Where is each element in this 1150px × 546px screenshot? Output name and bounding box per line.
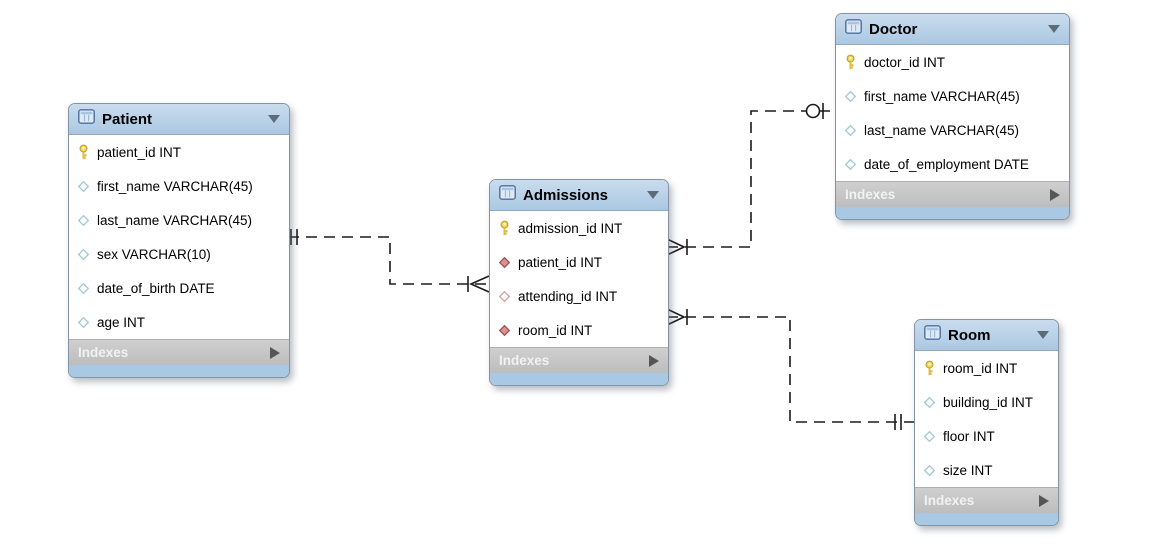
table-bottom-strip (69, 365, 289, 377)
column-row[interactable]: date_of_employment DATE (836, 147, 1069, 181)
collapse-arrow-icon[interactable] (1048, 25, 1060, 33)
indexes-label: Indexes (845, 187, 896, 202)
column-row[interactable]: first_name VARCHAR(45) (836, 79, 1069, 113)
diamond-blue-icon (76, 180, 91, 193)
column-row[interactable]: room_id INT (915, 351, 1058, 385)
column-label: first_name VARCHAR(45) (97, 178, 253, 194)
diamond-red-open-icon (497, 290, 512, 303)
diamond-blue-icon (843, 90, 858, 103)
table-doctor[interactable]: Doctor doctor_id INT first_name VARCHAR(45… (835, 13, 1070, 220)
table-icon (845, 19, 862, 39)
expand-arrow-icon[interactable] (1050, 188, 1060, 201)
table-title: Patient (102, 110, 153, 128)
key-icon (497, 220, 512, 237)
table-title: Doctor (869, 20, 918, 38)
column-row[interactable]: floor INT (915, 419, 1058, 453)
column-row[interactable]: room_id INT (490, 313, 668, 347)
indexes-bar[interactable]: Indexes (490, 347, 668, 373)
collapse-arrow-icon[interactable] (1037, 331, 1049, 339)
column-label: doctor_id INT (864, 54, 946, 70)
column-row[interactable]: doctor_id INT (836, 45, 1069, 79)
column-label: patient_id INT (97, 144, 182, 160)
diamond-blue-icon (76, 282, 91, 295)
column-label: last_name VARCHAR(45) (97, 212, 253, 228)
indexes-label: Indexes (499, 353, 550, 368)
column-row[interactable]: sex VARCHAR(10) (69, 237, 289, 271)
key-icon (922, 360, 937, 377)
diamond-blue-icon (922, 464, 937, 477)
relationship-admissions-room[interactable] (666, 308, 914, 430)
diamond-blue-icon (843, 158, 858, 171)
column-label: admission_id INT (518, 220, 623, 236)
column-label: building_id INT (943, 394, 1034, 410)
table-header[interactable]: Patient (69, 104, 289, 135)
key-icon (843, 54, 858, 71)
column-label: first_name VARCHAR(45) (864, 88, 1020, 104)
column-row[interactable]: age INT (69, 305, 289, 339)
table-bottom-strip (915, 513, 1058, 525)
column-row[interactable]: admission_id INT (490, 211, 668, 245)
table-header[interactable]: Room (915, 320, 1058, 351)
column-row[interactable]: attending_id INT (490, 279, 668, 313)
diamond-red-filled-icon (497, 324, 512, 337)
column-label: room_id INT (518, 322, 593, 338)
diamond-blue-icon (76, 214, 91, 227)
relationship-patient-admissions[interactable] (288, 229, 490, 293)
column-row[interactable]: first_name VARCHAR(45) (69, 169, 289, 203)
column-row[interactable]: building_id INT (915, 385, 1058, 419)
expand-arrow-icon[interactable] (1039, 494, 1049, 507)
column-label: floor INT (943, 428, 995, 444)
table-bottom-strip (490, 373, 668, 385)
table-columns: patient_id INT first_name VARCHAR(45) last… (69, 135, 289, 339)
diamond-blue-icon (922, 396, 937, 409)
column-row[interactable]: last_name VARCHAR(45) (69, 203, 289, 237)
column-label: date_of_birth DATE (97, 280, 215, 296)
column-label: attending_id INT (518, 288, 618, 304)
table-room[interactable]: Room room_id INT building_id INT floor INT s… (914, 319, 1059, 526)
table-columns: room_id INT building_id INT floor INT size … (915, 351, 1058, 487)
column-label: room_id INT (943, 360, 1018, 376)
table-admissions[interactable]: Admissions admission_id INT patient_id INT… (489, 179, 669, 386)
table-columns: doctor_id INT first_name VARCHAR(45) last_… (836, 45, 1069, 181)
table-icon (499, 185, 516, 205)
indexes-bar[interactable]: Indexes (915, 487, 1058, 513)
table-columns: admission_id INT patient_id INT attending_… (490, 211, 668, 347)
column-label: date_of_employment DATE (864, 156, 1029, 172)
diamond-red-filled-icon (497, 256, 512, 269)
expand-arrow-icon[interactable] (649, 354, 659, 367)
column-row[interactable]: date_of_birth DATE (69, 271, 289, 305)
column-label: sex VARCHAR(10) (97, 246, 211, 262)
table-header[interactable]: Doctor (836, 14, 1069, 45)
indexes-bar[interactable]: Indexes (836, 181, 1069, 207)
table-icon (924, 325, 941, 345)
table-header[interactable]: Admissions (490, 180, 668, 211)
diamond-blue-icon (76, 248, 91, 261)
table-title: Admissions (523, 186, 609, 204)
expand-arrow-icon[interactable] (270, 346, 280, 359)
table-title: Room (948, 326, 991, 344)
collapse-arrow-icon[interactable] (268, 115, 280, 123)
table-bottom-strip (836, 207, 1069, 219)
indexes-label: Indexes (924, 493, 975, 508)
column-row[interactable]: last_name VARCHAR(45) (836, 113, 1069, 147)
diamond-blue-icon (76, 316, 91, 329)
column-label: last_name VARCHAR(45) (864, 122, 1020, 138)
indexes-bar[interactable]: Indexes (69, 339, 289, 365)
table-patient[interactable]: Patient patient_id INT first_name VARCHAR(… (68, 103, 290, 378)
table-icon (78, 109, 95, 129)
column-row[interactable]: size INT (915, 453, 1058, 487)
diamond-blue-icon (843, 124, 858, 137)
relationship-admissions-doctor[interactable] (666, 103, 835, 256)
indexes-label: Indexes (78, 345, 129, 360)
diamond-blue-icon (922, 430, 937, 443)
key-icon (76, 144, 91, 161)
column-row[interactable]: patient_id INT (69, 135, 289, 169)
collapse-arrow-icon[interactable] (647, 191, 659, 199)
column-row[interactable]: patient_id INT (490, 245, 668, 279)
column-label: size INT (943, 462, 993, 478)
column-label: patient_id INT (518, 254, 603, 270)
column-label: age INT (97, 314, 146, 330)
